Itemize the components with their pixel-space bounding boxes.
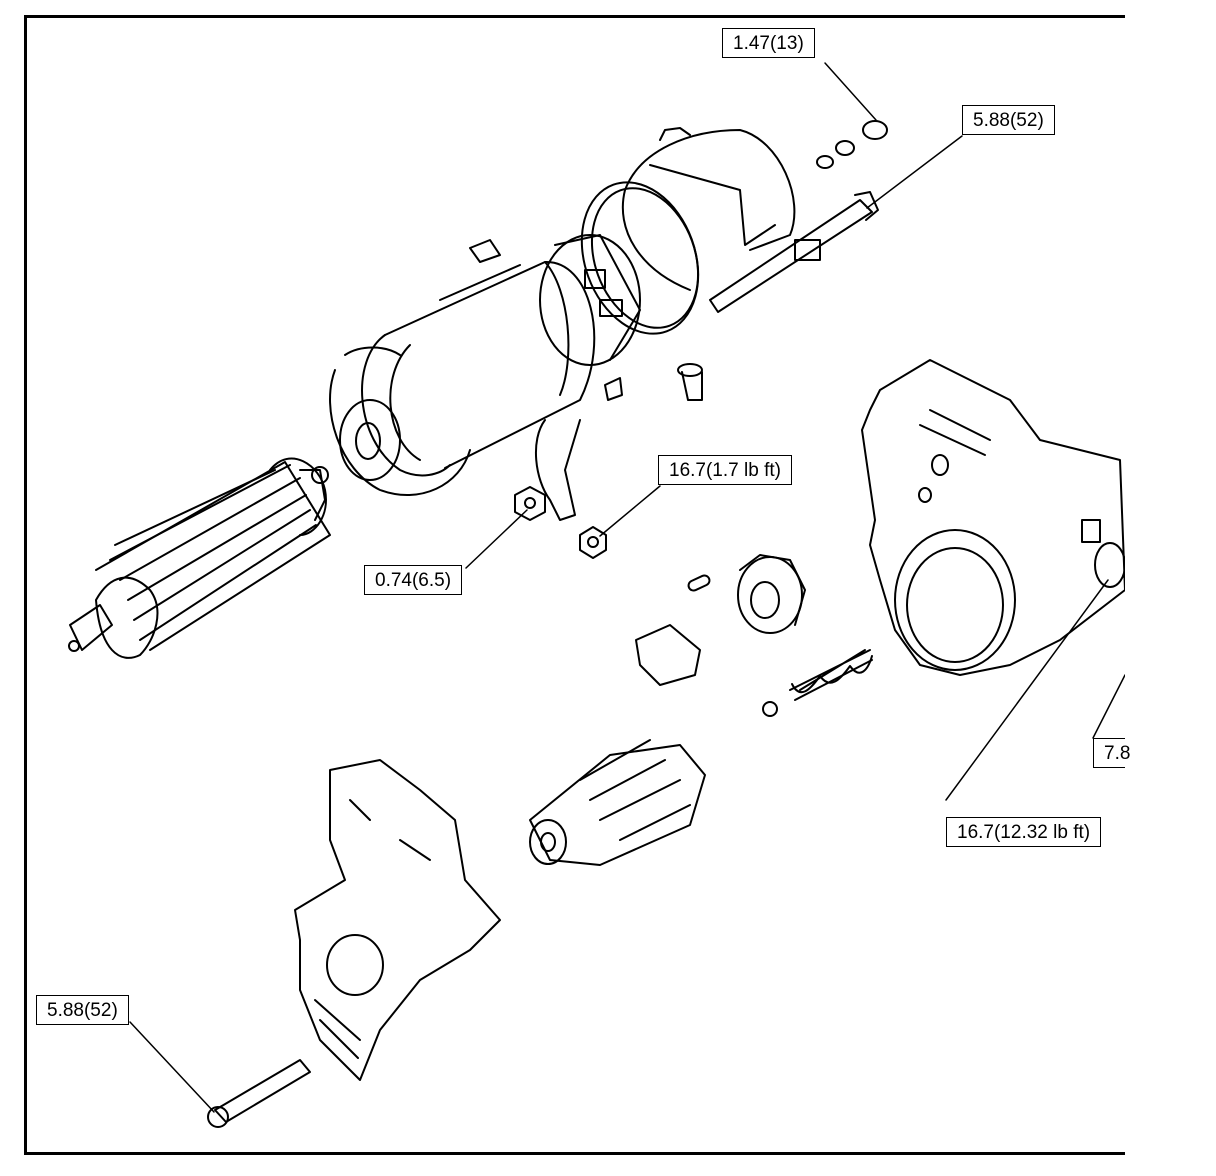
field-frame	[329, 239, 596, 496]
torque-label-cut-off: 7.8	[1093, 738, 1130, 768]
torque-label-housing: 16.7(12.32 lb ft)	[946, 817, 1102, 847]
end-cover	[621, 127, 796, 401]
reduction-gears	[635, 554, 873, 717]
diagram-frame	[24, 15, 1204, 1155]
torque-label-small-nut: 0.74(6.5)	[364, 565, 463, 595]
pinion-clutch	[529, 739, 706, 866]
bottom-bolt	[207, 1059, 311, 1128]
torque-label-bottom-bolt: 5.88(52)	[36, 995, 129, 1025]
terminal-and-nuts	[514, 419, 607, 559]
torque-label-through-bolt: 5.88(52)	[962, 105, 1055, 135]
brush-holder	[539, 234, 641, 401]
through-bolt-set	[709, 120, 888, 313]
right-crop-mask	[1125, 0, 1216, 1176]
drive-housing	[861, 359, 1126, 676]
mounting-bracket	[294, 759, 501, 1081]
leader-lines	[129, 62, 1126, 1113]
o-rings	[580, 181, 700, 335]
armature	[68, 457, 331, 659]
torque-label-cap-screw: 1.47(13)	[722, 28, 815, 58]
torque-label-terminal-nut: 16.7(1.7 lb ft)	[658, 455, 792, 485]
